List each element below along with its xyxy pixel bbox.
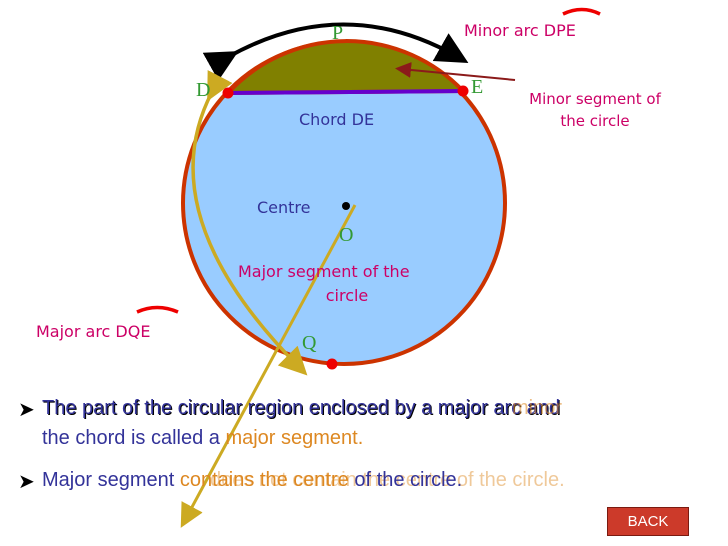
bullet-2-prefix: Major segment <box>42 469 180 491</box>
label-o: O <box>339 224 353 246</box>
back-button[interactable]: BACK <box>607 507 689 536</box>
centre-dot <box>342 202 350 210</box>
minor-segment-label-line1: Minor segment of <box>529 90 661 108</box>
chord-label: Chord DE <box>299 110 374 129</box>
point-e <box>457 85 469 97</box>
bullet-1-line2-prefix: the chord is called a <box>42 427 226 449</box>
bullet-2-highlight: contains the centre <box>179 469 349 491</box>
bullet-1-line1: The part of the circular region enclosed… <box>42 397 561 419</box>
label-q: Q <box>302 332 317 354</box>
bullet-1-line1-shadow: The part of the circular region enclosed… <box>43 398 562 420</box>
centre-pointer-line <box>180 204 357 528</box>
minor-arc-label: Minor arc DPE <box>464 21 576 40</box>
minor-arc-arrow <box>202 22 469 81</box>
minor-segment <box>223 39 468 96</box>
bullet-2-ghost-text: does not contain the centre of the circl… <box>210 469 565 491</box>
minor-arc-symbol <box>562 7 601 16</box>
major-segment-label-line1: Major segment of the <box>238 262 410 281</box>
bullet-1-line2-highlight: major segment. <box>225 427 364 449</box>
bullet-2-marker: ➤ <box>18 471 35 493</box>
minor-segment-label-line2: the circle <box>560 112 629 130</box>
major-segment-label-line2: circle <box>326 286 369 305</box>
bullet-2-suffix: of the circle. <box>348 469 463 491</box>
point-q <box>326 358 338 370</box>
chord-de <box>227 89 464 95</box>
bullet-1-line2: the chord is called a major segment. <box>42 427 363 450</box>
major-arc-arrow <box>191 70 308 376</box>
label-p: P <box>332 22 343 44</box>
bullet-2-text: Major segment contains the centre of the… <box>42 469 462 492</box>
point-d <box>222 87 234 99</box>
label-e: E <box>471 76 483 98</box>
major-arc-symbol <box>136 305 179 314</box>
major-arc-label: Major arc DQE <box>36 322 150 341</box>
centre-label: Centre <box>257 198 311 217</box>
bullet-1-overlap-fragment: minor <box>512 397 563 419</box>
bullet-1-marker: ➤ <box>18 399 35 421</box>
label-d: D <box>196 79 210 101</box>
minor-segment-pointer <box>395 61 516 81</box>
